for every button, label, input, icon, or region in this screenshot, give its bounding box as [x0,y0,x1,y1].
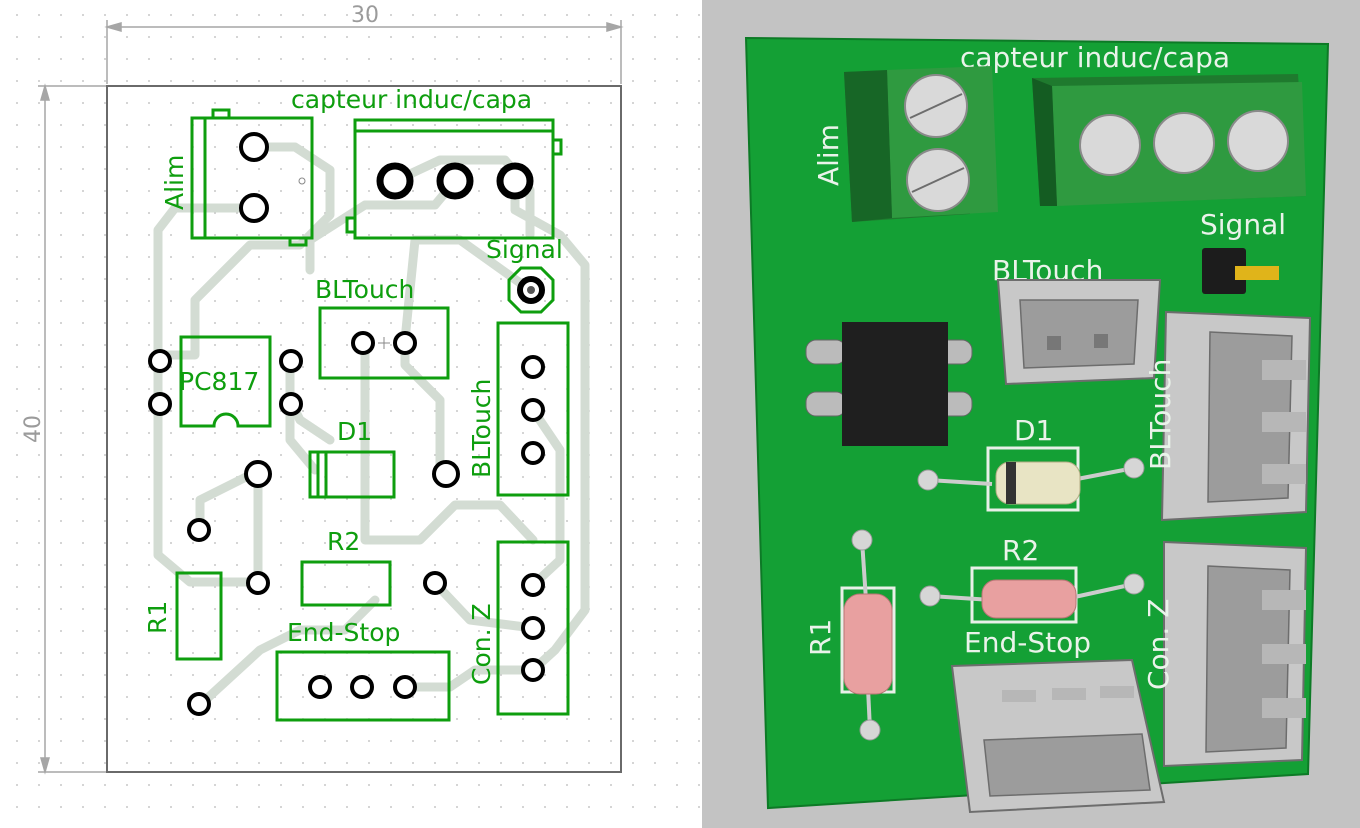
r1-label: R1 [143,601,172,634]
board-outline [106,85,622,773]
bltouch-side-label: BLTouch [467,379,496,478]
r-endstop-connector [950,658,1166,814]
pcb-3d-view: capteur induc/capa Alim Signal BLTouch [702,0,1360,828]
r-conz-label: Con. Z [1142,599,1175,690]
conz-pad-1 [521,573,545,597]
r-d1-label: D1 [1014,414,1053,447]
r-r2-label: R2 [1002,534,1039,567]
r1-pad-1 [187,518,211,542]
r-bltouch-side-label: BLTouch [1144,359,1177,470]
dimension-height-label: 40 [21,415,46,443]
alim-label: Alim [160,155,189,210]
alim-pad-2 [239,193,269,223]
d1-pad-1 [244,460,272,488]
r-bltouch-side-connector [1160,310,1312,522]
d1-pad-2 [432,460,460,488]
bltouch-side-pad-1 [521,355,545,379]
r2-pad-1 [246,571,270,595]
d1-footprint [244,450,460,499]
pcb-layout-svg: 30 40 capteur induc/ca [21,3,624,775]
r-pc817 [805,322,973,446]
r-r1-label: R1 [804,619,837,656]
r1-pad-2 [187,692,211,716]
r-r1 [840,529,896,741]
conz-footprint [496,540,570,716]
r2-footprint [246,560,447,607]
capteur-pad-1 [376,162,414,200]
dimension-height [38,83,106,775]
signal-pad [507,266,555,314]
pc817-pad-4 [279,349,303,373]
bltouch-side-pad-2 [521,398,545,422]
pc817-pad-1 [148,349,172,373]
conz-pad-3 [521,658,545,682]
capteur-pad-3 [496,162,534,200]
bltouch-top-label: BLTouch [315,275,414,304]
endstop-pad-3 [393,675,417,699]
r1-footprint [175,518,223,716]
r-conz-connector [1163,540,1308,768]
r-endstop-label: End-Stop [964,626,1091,659]
endstop-pad-1 [308,675,332,699]
endstop-label: End-Stop [287,618,400,647]
conz-pad-2 [521,616,545,640]
conz-label: Con. Z [467,603,496,685]
r-r2 [919,566,1145,624]
bltouch-top-pad-1 [351,331,375,355]
r-signal-pin [1202,248,1279,294]
r2-label: R2 [327,527,360,556]
capteur-connector-footprint [345,118,563,240]
bltouch-top-footprint [318,306,450,380]
pc817-footprint [148,335,303,428]
r-capteur-label: capteur induc/capa [960,41,1230,74]
pcb-3d-svg: capteur induc/capa Alim Signal BLTouch [744,36,1330,814]
bltouch-side-pad-3 [521,441,545,465]
pc817-pad-3 [279,392,303,416]
capteur-pad-2 [436,162,474,200]
pc817-pad-2 [148,392,172,416]
alim-connector-footprint [190,108,314,247]
endstop-footprint [275,650,451,722]
r-bltouch-connector [996,279,1162,386]
pc817-label: PC817 [179,367,259,396]
endstop-pad-2 [350,675,374,699]
pcb-layout-view: 30 40 capteur induc/ca [0,0,702,828]
bltouch-top-pad-2 [393,331,417,355]
r-d1 [917,446,1145,512]
bltouch-side-footprint [496,321,570,497]
signal-label: Signal [486,235,563,264]
capteur-label: capteur induc/capa [291,85,532,114]
dimension-width [104,20,624,84]
dimension-width-label: 30 [351,3,379,28]
d1-label: D1 [337,417,372,446]
r-alim-label: Alim [812,124,845,186]
alim-pad-1 [239,132,269,162]
r-alim-terminal [844,66,998,222]
r-capteur-terminal [1032,74,1306,206]
r2-pad-2 [423,571,447,595]
r-signal-label: Signal [1200,208,1286,241]
